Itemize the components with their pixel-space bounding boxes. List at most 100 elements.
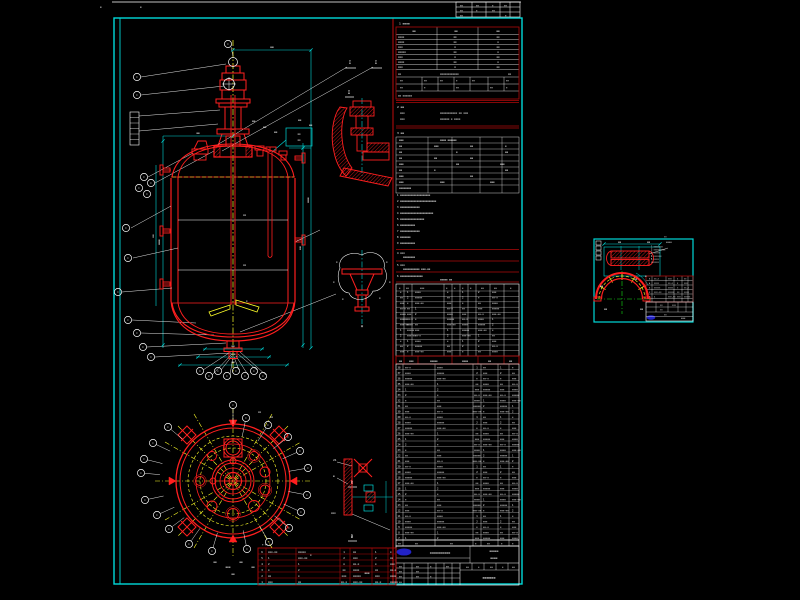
annotation-text: ≡ xyxy=(267,424,269,427)
balloon-circle xyxy=(147,179,155,187)
annotation-text: ≡≡-≡ xyxy=(654,278,660,281)
balloon-circle xyxy=(164,423,172,431)
balloon-circle xyxy=(165,525,173,533)
annotation-text: ≡≡-≡ xyxy=(500,443,506,446)
balloon-leader xyxy=(191,528,201,541)
balloon-leader xyxy=(147,459,163,464)
balloon-callout: ≡ xyxy=(289,464,312,472)
dim-tick xyxy=(301,146,305,150)
annotation-text: ≡≡ xyxy=(460,10,463,13)
annotation-text: ≡ xyxy=(343,563,345,566)
annotation-text: ≡≡≡-≡≡ xyxy=(668,296,676,299)
annotation-text: ≡ xyxy=(136,332,138,335)
annotation-text: ≡≡≡≡ xyxy=(512,487,518,490)
annotation-text: ≡≡ xyxy=(437,399,440,402)
annotation-text: 2 xyxy=(407,345,409,348)
annotation-text: ≡≡-≡ xyxy=(405,416,411,419)
drawing-root: ≡≡≡≡≡≡≡≡≡≡≡≡≡≡≡≡≡1 ≡≡≡≡≡≡≡≡≡≡≡≡≡≡≡≡≡≡≡≡≡… xyxy=(100,1,694,586)
annotation-text: 1 xyxy=(512,504,514,507)
balloon-circle xyxy=(264,421,272,429)
annotation-text: ≡≡ xyxy=(398,73,402,76)
annotation-text: ≡≡-≡ xyxy=(400,307,406,310)
balloon-callout: ≡ xyxy=(137,469,160,477)
annotation-text: ≡≡ xyxy=(496,29,500,33)
balloon-circle xyxy=(243,545,251,553)
cad-circle xyxy=(259,466,271,478)
dim-tick xyxy=(267,355,271,359)
cad-circle xyxy=(247,449,261,463)
balloon-circle xyxy=(147,353,155,361)
annotation-text: ≡ xyxy=(430,566,432,569)
annotation-text: ≡≡≡ xyxy=(353,557,358,560)
cad-line xyxy=(353,458,373,478)
annotation-text: 5 ≡≡≡≡≡≡≡≡≡≡≡≡≡≡≡≡ xyxy=(397,217,425,221)
annotation-text: 6 xyxy=(261,550,263,554)
cad-polygon xyxy=(193,140,209,150)
cad-circle xyxy=(223,78,235,90)
annotation-text: ≡≡≡≡ xyxy=(478,318,484,321)
annotation-text: ≡≡≡-≡≡ xyxy=(437,377,446,380)
annotation-text: 1 ≡≡≡≡≡≡≡≡≡≡≡≡≡≡≡≡≡≡≡≡ xyxy=(397,193,431,197)
cad-rect xyxy=(395,136,520,194)
annotation-text: ≡≡-≡ xyxy=(405,515,411,518)
annotation-text: ≡≡ xyxy=(476,432,479,435)
balloon-circle xyxy=(196,367,204,375)
annotation-text: ≡≡≡ xyxy=(437,405,442,408)
annotation-text: ≡≡ xyxy=(353,551,357,554)
annotation-text: ≡≡ xyxy=(424,80,427,83)
annotation-text: ≡≡≡≡≡ xyxy=(489,549,498,553)
annotation-text: ≡ xyxy=(497,61,499,64)
cad-path xyxy=(331,106,353,177)
annotation-text: ≡≡-≡ xyxy=(512,383,518,386)
annotation-text: ≡≡-≡ xyxy=(474,493,480,496)
annotation-text: ≡≡ xyxy=(470,145,474,148)
annotation-text: ≡≡ xyxy=(415,543,418,546)
cad-line xyxy=(147,152,194,178)
balloon-callout: ≡ xyxy=(274,515,293,532)
annotation-text: ≡≡≡≡ xyxy=(398,36,405,39)
annotation-text: ≡≡ xyxy=(476,531,479,534)
annotation-text: 1 xyxy=(261,580,263,584)
annotation-text: ≡ xyxy=(512,465,514,468)
annotation-text: ≡≡ xyxy=(446,566,449,569)
cad-rect xyxy=(256,149,264,157)
balloon-callout: ≡ xyxy=(205,372,213,380)
annotation-text: ≡≡≡ xyxy=(400,118,405,121)
annotation-text: ≡≡≡ xyxy=(475,537,480,540)
annotation-text: ≡≡-≡ xyxy=(512,482,518,485)
annotation-text: ≡ xyxy=(140,6,142,9)
annotation-text: 18 xyxy=(398,476,401,479)
annotation-text: ≡ xyxy=(500,427,502,430)
annotation-text: ≡≡ xyxy=(447,345,450,348)
annotation-text: 20 xyxy=(398,465,401,468)
cad-circle xyxy=(187,435,279,527)
annotation-text: ≡≡≡ xyxy=(447,351,452,354)
annotation-text: ≡ xyxy=(143,458,145,461)
annotation-text: ≡ xyxy=(288,527,290,530)
annotation-text: ≡≡≡-≡≡ xyxy=(500,410,509,413)
annotation-text: 23 xyxy=(398,449,401,452)
cad-circle xyxy=(227,508,239,520)
balloon-circle xyxy=(114,288,122,296)
cad-rect xyxy=(301,234,306,246)
annotation-text: ≡ xyxy=(437,443,439,446)
annotation-text: ≡≡≡≡ xyxy=(492,351,498,354)
annotation-text: 1 xyxy=(343,550,345,554)
annotation-text: 2 xyxy=(437,388,439,391)
balloon-callout: ≡ xyxy=(124,316,132,324)
cad-line xyxy=(140,63,227,78)
sheet-chrome: ≡≡≡≡≡≡≡≡≡≡≡≡≡≡≡≡≡ xyxy=(100,1,523,585)
annotation-text: ≡≡≡≡≡ xyxy=(415,297,423,300)
dim-tick xyxy=(203,347,207,351)
cad-line xyxy=(239,351,267,376)
annotation-text: ≡≡≡ xyxy=(681,317,686,320)
annotation-text: ≡≡-≡ xyxy=(483,377,489,380)
annotation-text: 1 xyxy=(500,515,502,518)
annotation-text: ≡≡≡≡ xyxy=(405,520,411,523)
annotation-text: ≡≡ ≡≡≡≡≡≡ xyxy=(398,95,412,98)
annotation-text: 7 xyxy=(398,537,400,540)
cad-polygon xyxy=(228,534,238,543)
balloon-callout: ≡ xyxy=(241,372,249,380)
annotation-text: 1 xyxy=(476,366,478,369)
cad-line xyxy=(132,247,179,259)
